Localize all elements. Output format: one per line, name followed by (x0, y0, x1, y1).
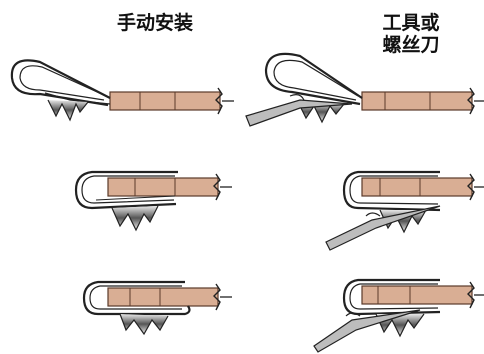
screwdriver-blade (245, 94, 353, 127)
board-segment (361, 87, 484, 115)
board-segment (109, 87, 234, 115)
clip (74, 170, 178, 232)
clip (10, 59, 111, 122)
board-segment (361, 281, 484, 309)
manual-install-title: 手动安装 (100, 12, 210, 34)
screwdriver-blade (313, 309, 421, 353)
board-segment (107, 173, 232, 201)
manual-step-2 (74, 170, 232, 232)
board-segment (107, 283, 232, 311)
tool-step-1 (245, 52, 484, 127)
tool-install-label-line1: 工具或 (382, 12, 440, 34)
clip (82, 280, 191, 336)
screwdriver-blade (325, 205, 441, 251)
manual-step-1 (10, 59, 234, 122)
manual-install-label: 手动安装 (116, 12, 193, 34)
tool-step-3 (313, 278, 484, 353)
board-segment (361, 173, 484, 201)
manual-step-3 (82, 280, 232, 336)
tool-install-title: 工具或 螺丝刀 (356, 12, 466, 56)
tool-install-label-line2: 螺丝刀 (382, 34, 440, 56)
tool-step-2 (325, 170, 484, 251)
